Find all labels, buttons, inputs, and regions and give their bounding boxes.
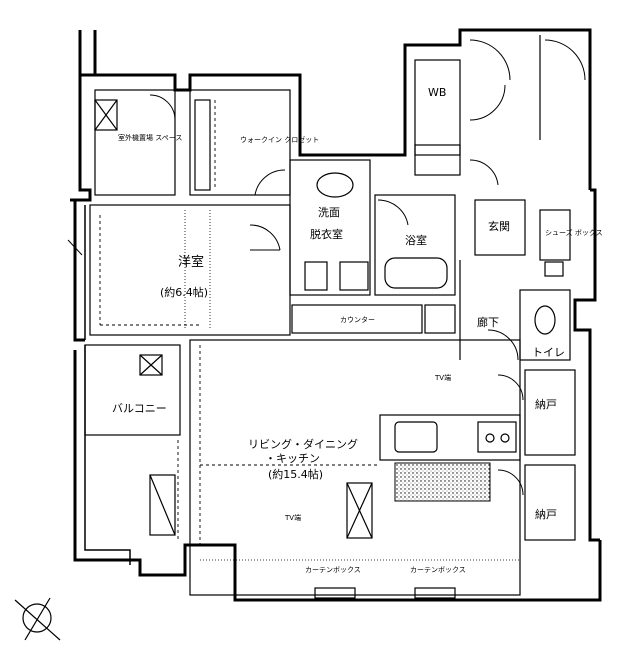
entrance-label: 玄関 [488,219,510,233]
curtain-box-2: カーテンボックス [410,566,466,574]
closet-1-label: 納戸 [535,398,557,411]
counter: カウンター [291,304,456,334]
walk-in-closet-label: ウォークイン クロゼット [240,135,319,144]
shoe-box-label: シューズ ボックス [545,228,603,237]
ldk-label-2: ・キッチン [265,452,320,465]
balcony-label: バルコニー [112,402,167,415]
hallway: 廊下 [459,260,519,361]
tv-outlet-1: TV端 [434,373,451,382]
bathroom: 浴室 [374,194,456,296]
tv-outlet-2: TV端 [284,513,301,522]
ldk: リビング・ダイニング ・キッチン (約15.4帖) TV端 TV端 カーテンボッ… [189,339,521,599]
walk-in-closet: ウォークイン クロゼット [189,89,319,196]
wb-label: WB [428,86,446,99]
closets: 納戸 納戸 [497,369,576,541]
toilet-label: トイレ [532,346,565,359]
western-room-label: 洋室 [178,254,204,270]
toilet: トイレ [519,289,571,361]
outdoor-unit-area: 室外機置場 スペース [94,89,182,196]
wb-area: WB [414,35,586,186]
entrance: 玄関 シューズ ボックス [474,199,603,277]
western-room-size: (約6.4帖) [160,285,208,299]
curtain-box-1: カーテンボックス [305,566,361,574]
washroom-label-1: 洗面 [318,206,340,219]
washroom: 洗面 脱衣室 [289,159,371,296]
ldk-size: (約15.4帖) [268,467,323,481]
closet-2-label: 納戸 [535,508,557,521]
compass-icon [14,597,61,641]
outdoor-unit-label: 室外機置場 スペース [118,133,182,142]
bathroom-label: 浴室 [405,233,427,247]
western-room: 洋室 (約6.4帖) [67,204,291,336]
balcony: バルコニー [84,344,201,545]
ldk-label-1: リビング・ダイニング [248,437,358,451]
counter-label: カウンター [340,315,375,324]
washroom-label-2: 脱衣室 [310,227,343,241]
hallway-label: 廊下 [477,315,499,329]
kitchen [379,414,521,502]
